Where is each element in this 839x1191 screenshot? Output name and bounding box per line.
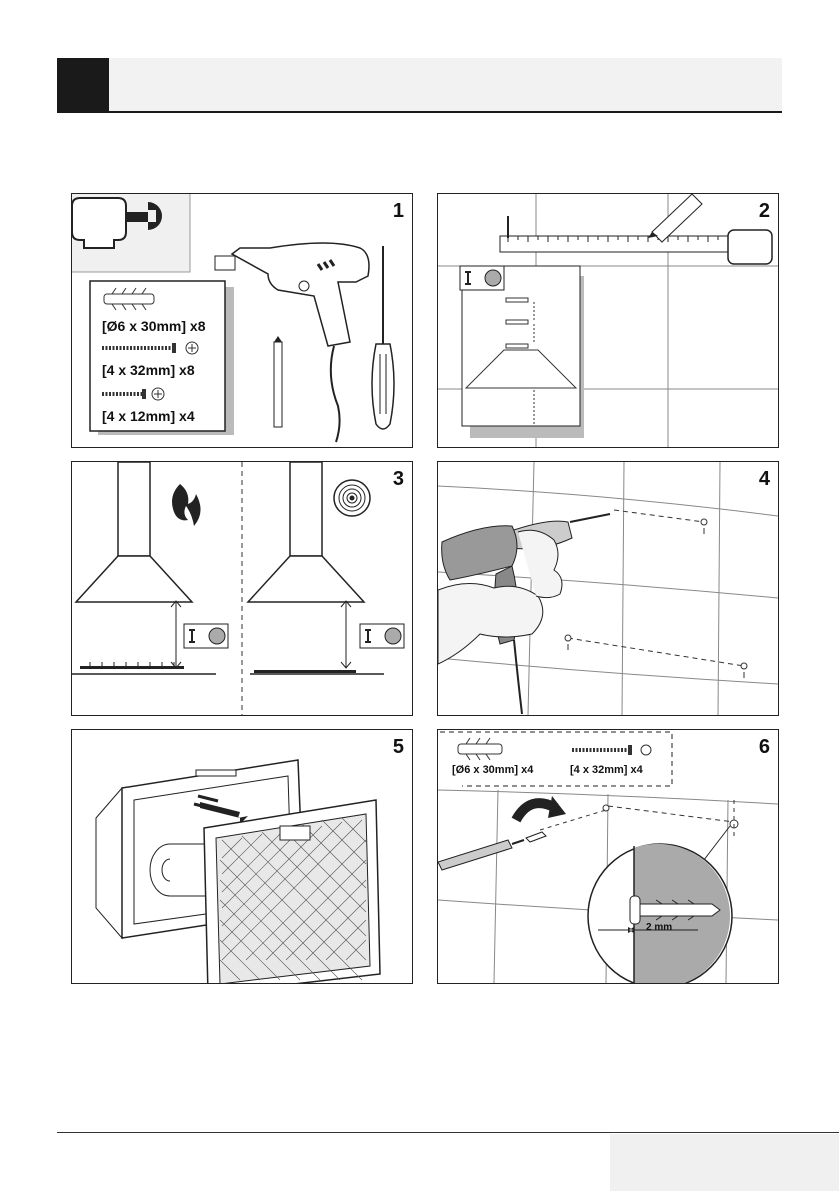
step-4-panel: 4 [437,461,779,716]
step-5-illustration [72,730,412,983]
step-3-panel: 3 [71,461,413,716]
pencil-icon [648,194,702,242]
hotplate-icon [334,480,370,516]
gap-dimension-label: 2 mm [646,922,672,933]
step-5-panel: 5 [71,729,413,984]
manual-book-icon [184,624,228,648]
tape-measure-icon [500,216,772,264]
screwdriver-icon [438,832,546,870]
manual-book-icon [460,266,504,290]
step-number: 3 [393,468,404,491]
step-number: 6 [759,736,770,759]
header-bar [57,58,782,113]
drill-icon [215,243,369,442]
plug-quantity-label: [Ø6 x 30mm] x8 [102,318,206,334]
step-2-panel: 2 [437,193,779,448]
screw-quantity-label: [4 x 32mm] x4 [570,764,643,776]
rotate-arrow-icon [516,796,566,820]
section-marker [57,58,109,111]
step-2-illustration [438,194,778,447]
manual-book-icon [360,624,404,648]
long-screw-icon [572,745,651,755]
step-number: 4 [759,468,770,491]
electric-hood [248,462,364,602]
footer-page-box [610,1134,839,1191]
step-number: 1 [393,200,404,223]
gas-hood [76,462,192,602]
step-number: 5 [393,736,404,759]
footer-rule [57,1132,839,1133]
step-number: 2 [759,200,770,223]
grease-filter [204,800,380,983]
step-1-panel: 1 [71,193,413,448]
short-screw-quantity-label: [4 x 12mm] x4 [102,408,195,424]
screwdriver-icon [372,246,394,429]
step-6-panel: 6 [437,729,779,984]
detail-magnifier [588,844,732,983]
flame-icon [172,484,201,526]
wall-plug-icon [458,738,502,760]
step-3-illustration [72,462,412,715]
step-4-illustration [438,462,778,715]
plug-quantity-label: [Ø6 x 30mm] x4 [452,764,533,776]
long-screw-quantity-label: [4 x 32mm] x8 [102,362,195,378]
pencil-icon [274,336,282,427]
